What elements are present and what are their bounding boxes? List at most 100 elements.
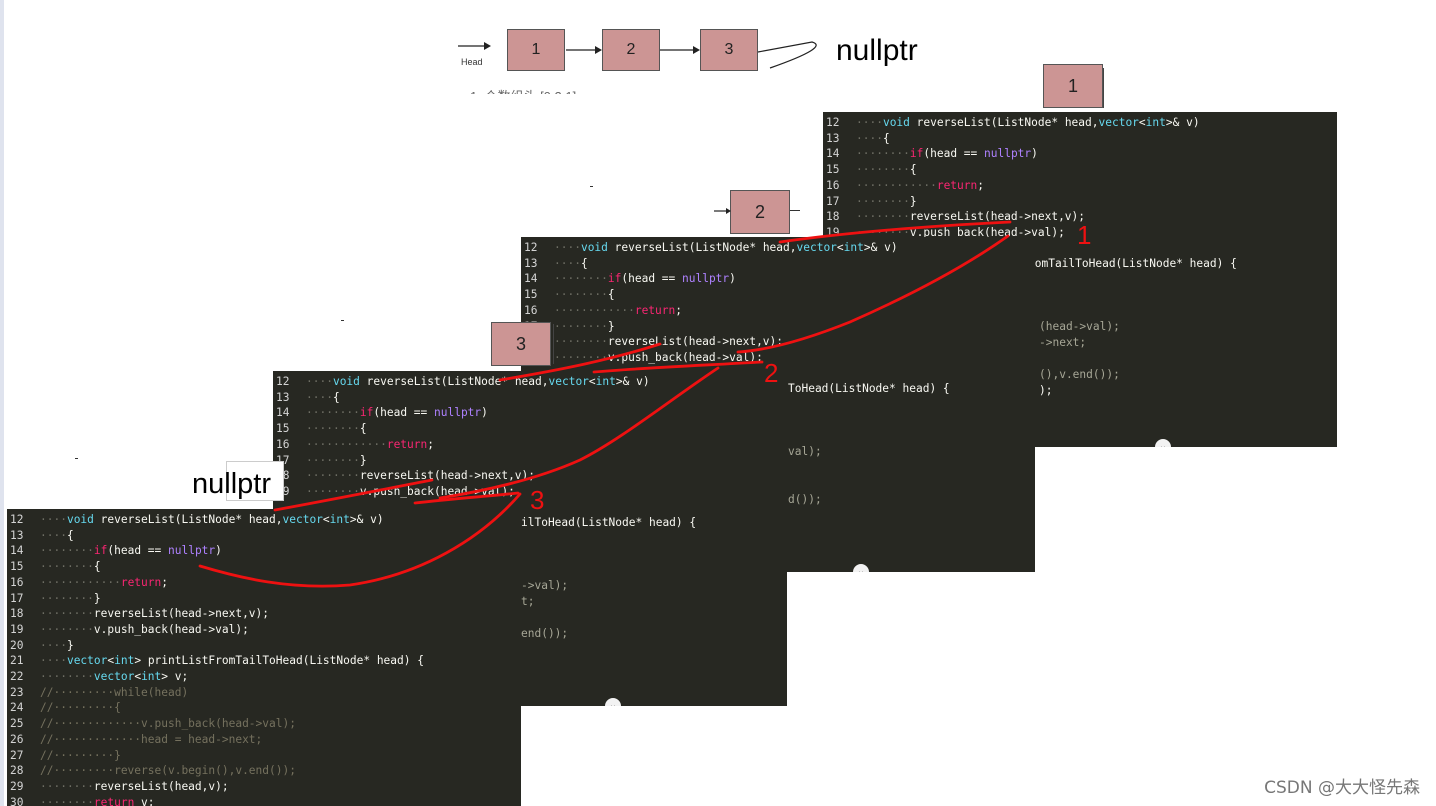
line-code: ········} [40, 591, 101, 605]
line-code: //·········while(head) [40, 685, 189, 699]
line-code: ········return v; [40, 795, 155, 806]
line-code: ····vector<int> printListFromTailToHead(… [40, 654, 424, 668]
line-number: 18 [10, 607, 24, 621]
line-code: ············return; [306, 437, 434, 451]
chevron-down-icon[interactable]: ⌄ [1155, 439, 1171, 447]
line-code: ····{ [306, 390, 340, 404]
line-code: ········reverseList(head->next,v); [856, 210, 1086, 224]
code-line: 19········v.push_back(head->val); [273, 484, 650, 500]
list-node-2: 2 [602, 29, 660, 71]
line-code: ········if(head == nullptr) [856, 147, 1038, 161]
code-line: 16 ············return; [823, 178, 1200, 194]
code-line: 16 ············return; [521, 303, 898, 319]
line-number: 16 [826, 178, 840, 192]
frame-node-2-tail [790, 210, 800, 211]
red-step-label-2: 2 [764, 358, 779, 388]
line-number: 16 [524, 303, 538, 317]
line-code: ········{ [306, 422, 367, 436]
code-fragment: d()); [788, 493, 822, 506]
stray-mark [590, 186, 593, 187]
code-line: 13 ····{ [823, 131, 1200, 147]
code-panel-main: 12····void reverseList(ListNode* head,ve… [7, 509, 521, 806]
code-line: 13····{ [7, 528, 424, 544]
code-fragment: ToHead(ListNode* head) { [788, 382, 950, 395]
code-line: 15 ········{ [7, 559, 424, 575]
line-code: ········} [306, 453, 367, 467]
line-number: 16 [276, 437, 290, 451]
line-number: 19 [10, 622, 24, 636]
line-number: 13 [826, 131, 840, 145]
code-line: 20····} [7, 638, 424, 654]
line-code: ········{ [554, 288, 615, 302]
code-line: 17········} [7, 591, 424, 607]
code-fragment: (),v.end()); [1039, 368, 1120, 381]
code-line: 17 ········} [823, 194, 1200, 210]
code-fragment: ); [1039, 384, 1053, 397]
code-line: 19········v.push_back(head->val); [7, 622, 424, 638]
list-node-3: 3 [700, 29, 758, 71]
code-fragment: ilToHead(ListNode* head) { [521, 516, 697, 529]
code-line: 15········{ [823, 162, 1200, 178]
line-number: 17 [826, 194, 840, 208]
nullptr-node-box [226, 461, 284, 501]
list-node-1: 1 [507, 29, 565, 71]
code-line: 18········reverseList(head->next,v); [823, 209, 1200, 225]
line-number: 23 [10, 685, 24, 699]
code-line: 15 ········{ [521, 287, 898, 303]
code-line: 13····{ [273, 390, 650, 406]
frame-node-2-arrow [714, 208, 731, 214]
line-number: 15 [10, 560, 24, 574]
line-number: 14 [276, 406, 290, 420]
code-line: 12····void reverseList(ListNode* head,ve… [273, 374, 650, 390]
line-number: 30 [10, 795, 24, 806]
code-line: 22········vector<int> v; [7, 669, 424, 685]
line-code: ············return; [554, 303, 682, 317]
code-line: 14 ········if(head == nullptr) [823, 146, 1200, 162]
line-code: ····{ [40, 528, 74, 542]
line-code: //·········{ [40, 701, 121, 715]
top-nullptr-label: nullptr [836, 34, 918, 67]
line-code: ············return; [856, 178, 984, 192]
line-number: 15 [524, 288, 538, 302]
chevron-down-icon[interactable]: ⌄ [853, 564, 869, 572]
code-fragment: val); [788, 445, 822, 458]
chevron-down-icon[interactable]: ⌄ [605, 698, 621, 706]
line-number: 12 [826, 116, 840, 129]
code-block-frame-1: 12 ····void reverseList(ListNode* head,ve… [823, 115, 1200, 241]
code-line: 27 //·········} [7, 748, 424, 764]
line-number: 28 [10, 764, 24, 778]
line-number: 12 [10, 513, 24, 526]
red-step-label-1: 1 [1077, 220, 1092, 250]
line-number: 21 [10, 654, 24, 668]
code-line: 13····{ [521, 256, 898, 272]
code-block-main: 12····void reverseList(ListNode* head,ve… [7, 512, 424, 806]
line-number: 26 [10, 732, 24, 746]
line-number: 12 [524, 241, 538, 254]
code-line: 16 ············return; [273, 437, 650, 453]
line-code: //·········reverse(v.begin(),v.end()); [40, 764, 296, 778]
line-number: 27 [10, 748, 24, 762]
line-code: ········{ [40, 560, 101, 574]
line-code: ········v.push_back(head->val); [306, 484, 515, 498]
line-code: ····{ [856, 131, 890, 145]
frame-node-3-tick [553, 324, 554, 364]
red-step-label-3: 3 [530, 485, 545, 515]
left-edge-strip [0, 0, 4, 806]
line-code: ····} [40, 638, 74, 652]
line-code: ········{ [856, 163, 917, 177]
line-number: 22 [10, 670, 24, 684]
stray-mark [341, 320, 344, 321]
line-code: ········} [856, 194, 917, 208]
line-number: 14 [826, 147, 840, 161]
line-code: ········if(head == nullptr) [554, 272, 736, 286]
code-fragment: ->next; [1039, 336, 1087, 349]
line-code: //·········} [40, 748, 121, 762]
code-line: 12····void reverseList(ListNode* head,ve… [7, 512, 424, 528]
code-line: 16············return; [7, 575, 424, 591]
line-number: 16 [10, 575, 24, 589]
code-block-frame-2: 12····void reverseList(ListNode* head,ve… [521, 240, 898, 366]
csdn-watermark: CSDN @大大怪先森 [1264, 778, 1420, 798]
cut-off-text-line: 1. 个数组头 [0 2 1] [470, 84, 630, 94]
line-code: ····void reverseList(ListNode* head,vect… [856, 116, 1200, 129]
line-code: ····void reverseList(ListNode* head,vect… [306, 375, 650, 388]
